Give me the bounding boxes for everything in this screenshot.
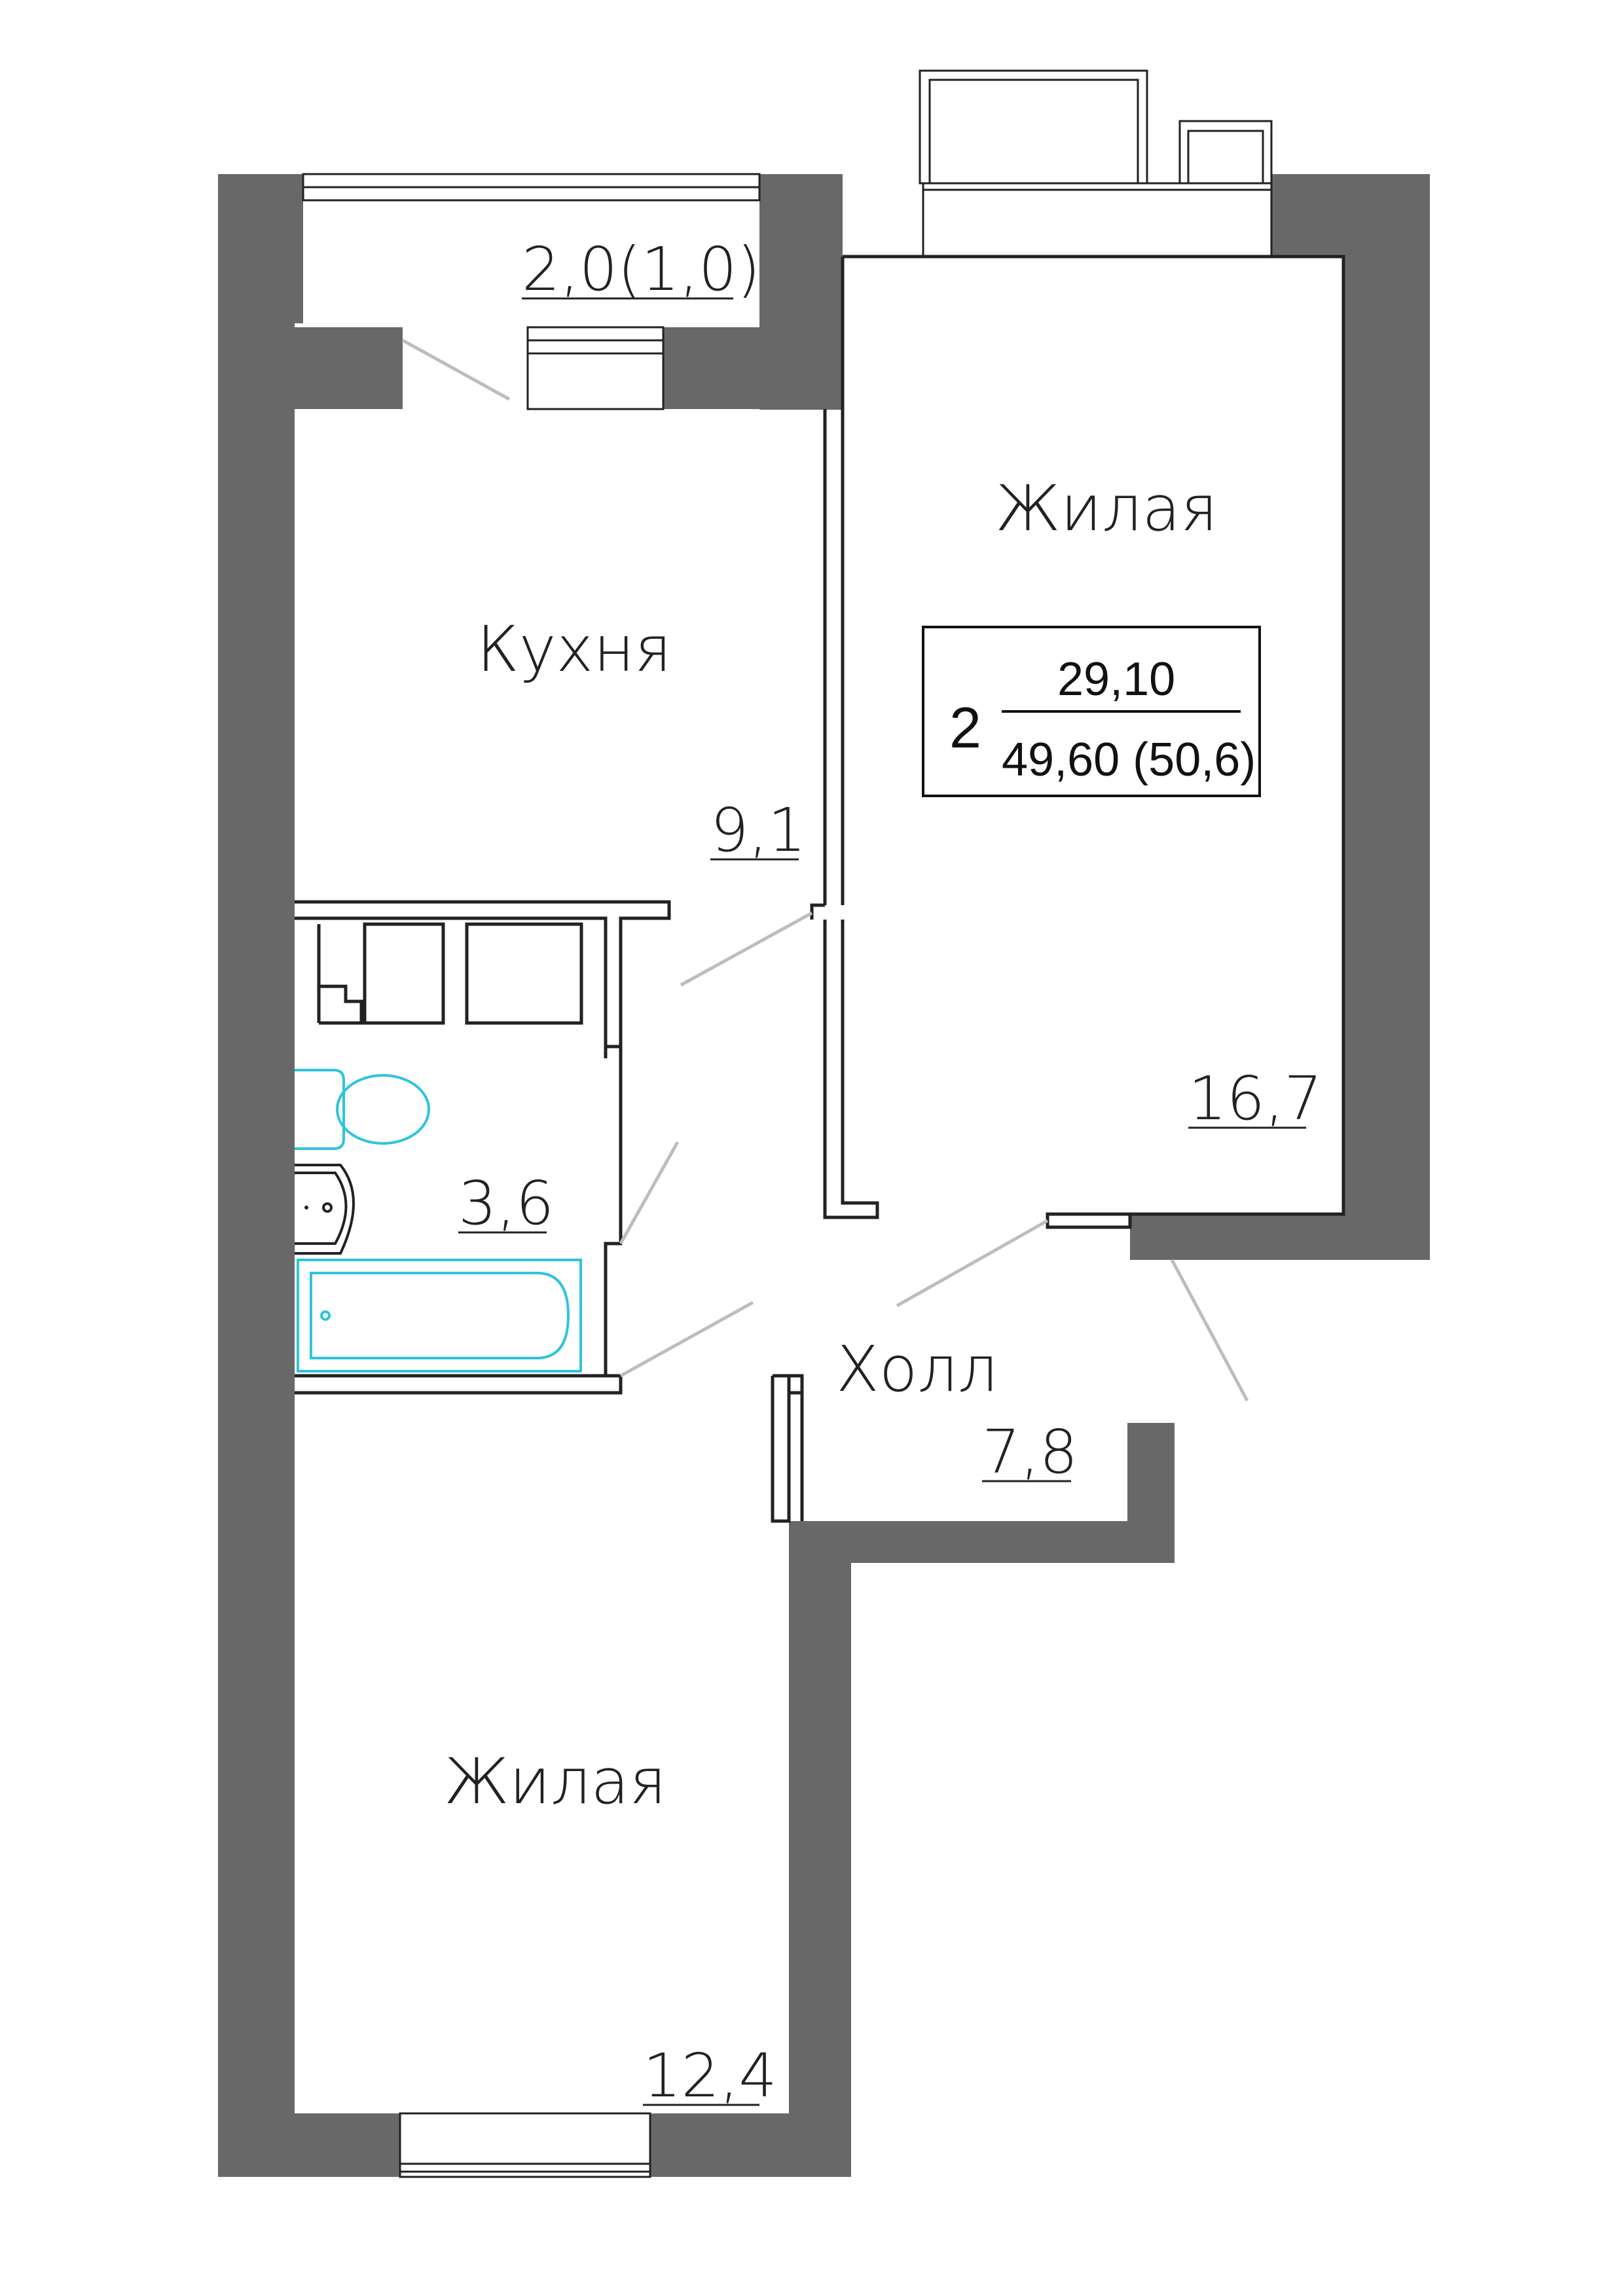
room-count: 2 bbox=[949, 695, 981, 760]
door-bath-hall bbox=[619, 1300, 754, 1378]
door-living-top bbox=[680, 911, 813, 987]
apartment-info-box: 2 29,10 49,60 (50,6) bbox=[922, 626, 1261, 797]
hall-area: 7,8 bbox=[982, 1417, 1078, 1487]
wall-right-upper bbox=[1343, 174, 1426, 484]
window-bay-left bbox=[919, 69, 1148, 185]
shaft-box-2 bbox=[363, 922, 445, 1025]
door-bathroom bbox=[619, 1141, 680, 1245]
partition-kitchen-living bbox=[810, 257, 879, 1219]
wall-bottom-right-seg bbox=[650, 2113, 851, 2177]
living-top-area: 16,7 bbox=[1188, 1064, 1322, 1134]
wall-bottom-right bbox=[789, 1521, 851, 2177]
wall-top-left bbox=[218, 174, 303, 323]
bathtub-icon bbox=[297, 1259, 582, 1372]
window-living-top bbox=[922, 182, 1273, 258]
wall-kitchen-top-left bbox=[218, 327, 403, 409]
wall-hall-bottom bbox=[789, 1521, 1175, 1563]
window-living-bottom bbox=[399, 2112, 651, 2178]
living-bottom-name: Жилая bbox=[444, 1745, 666, 1818]
wall-kitchen-top-right bbox=[663, 327, 843, 409]
total-area: 49,60 (50,6) bbox=[1002, 734, 1256, 786]
window-kitchen bbox=[526, 326, 665, 410]
living-bottom-area: 12,4 bbox=[643, 2041, 777, 2111]
shaft-box-3 bbox=[465, 922, 583, 1025]
windows bbox=[302, 69, 1273, 2178]
door-balcony bbox=[401, 338, 511, 401]
interior-partitions bbox=[295, 255, 1345, 1523]
balcony-area: 2,0(1,0) bbox=[522, 234, 760, 304]
wall-living-bottom bbox=[1130, 1214, 1430, 1260]
sink-icon bbox=[295, 1164, 355, 1255]
door-entrance bbox=[1170, 1259, 1249, 1402]
hall-name: Холл bbox=[836, 1333, 998, 1406]
exterior-walls bbox=[218, 174, 1430, 2177]
kitchen-area: 9,1 bbox=[710, 795, 806, 865]
wall-bottom-left bbox=[218, 2113, 400, 2177]
wall-left bbox=[218, 174, 295, 2177]
kitchen-name: Кухня bbox=[477, 613, 672, 686]
shaft-box-1 bbox=[317, 924, 363, 1025]
door-swings bbox=[401, 338, 1249, 1402]
door-living-hall bbox=[896, 1219, 1049, 1308]
bathroom-area: 3,6 bbox=[458, 1168, 554, 1238]
living-area-total: 29,10 bbox=[1057, 653, 1175, 706]
bathroom-fixtures bbox=[295, 1069, 582, 1372]
toilet-icon bbox=[295, 1069, 345, 1150]
living-top-name: Жилая bbox=[995, 472, 1218, 545]
